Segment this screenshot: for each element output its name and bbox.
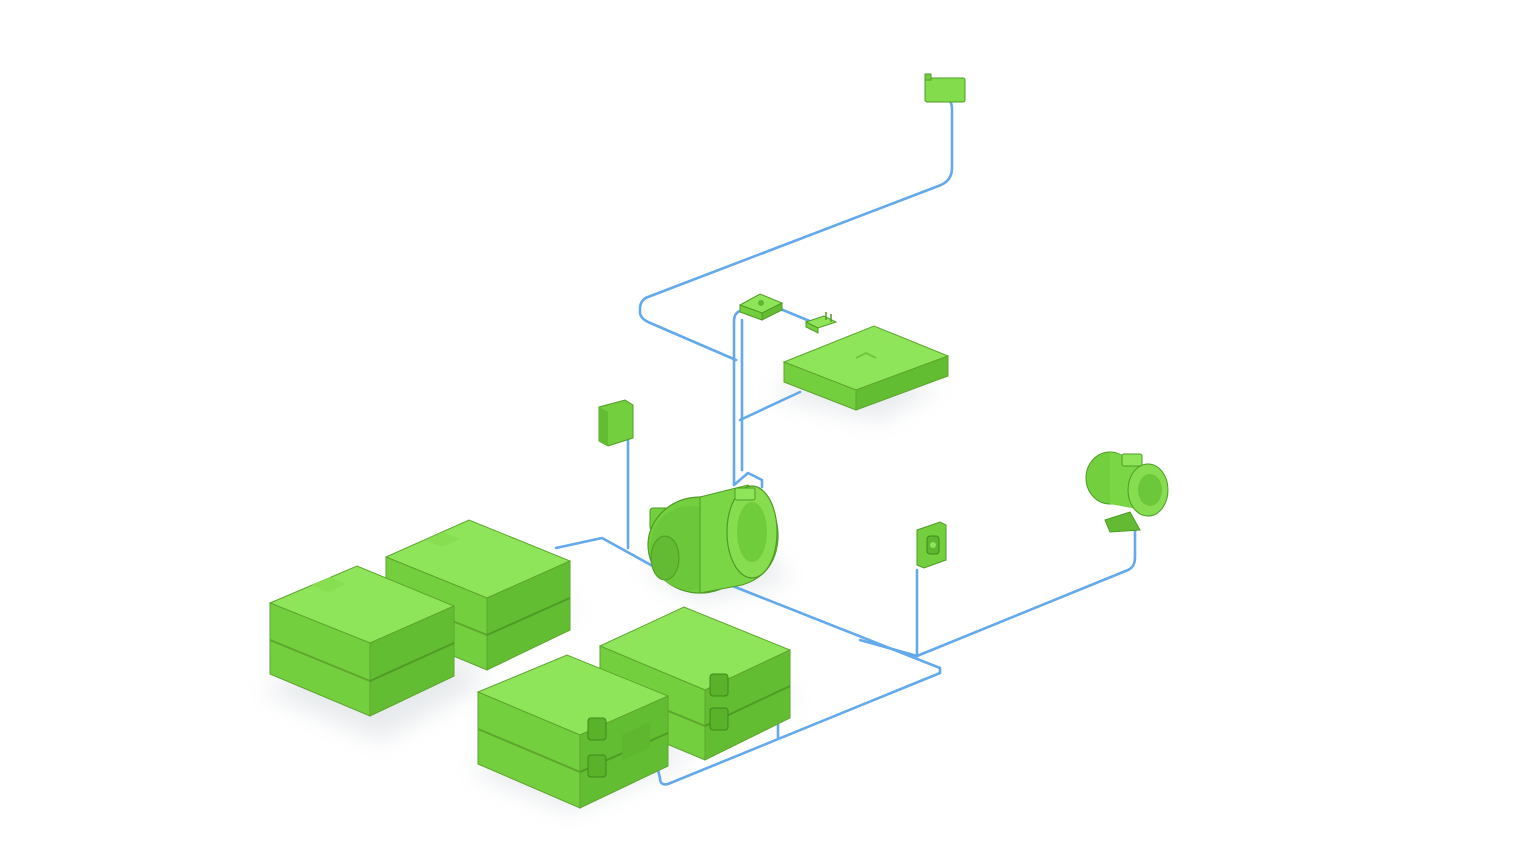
- connector-port-icon: [709, 673, 729, 697]
- sensor-icon: [598, 399, 634, 447]
- controller-module[interactable]: [738, 293, 784, 321]
- control-panel[interactable]: [782, 325, 950, 411]
- auxiliary-motor[interactable]: [1085, 451, 1169, 533]
- battery-rack-front-right[interactable]: [476, 654, 670, 809]
- wire-motor-to-junction: [656, 583, 942, 786]
- controller-icon: [758, 300, 764, 306]
- connector-icon: [804, 312, 838, 334]
- battery-rack-front[interactable]: [268, 565, 456, 717]
- wire-controller-loop: [732, 309, 764, 489]
- electric-motor[interactable]: [647, 484, 779, 594]
- sensor-module[interactable]: [598, 399, 634, 447]
- electric-motor-icon: [647, 484, 779, 594]
- motor-icon: [1085, 451, 1169, 533]
- switch-icon: [916, 521, 947, 569]
- telemetry-icon: [924, 73, 966, 103]
- control-panel-icon: [855, 351, 877, 359]
- switch-module[interactable]: [916, 521, 947, 569]
- wire-panel-link: [738, 390, 802, 422]
- telemetry-module[interactable]: [924, 73, 966, 103]
- panel-right-face: [855, 355, 949, 411]
- connector-port-icon: [709, 707, 729, 731]
- wire-telemetry-trunk: [638, 95, 954, 362]
- connector-port-icon: [587, 717, 607, 741]
- connector-port-icon: [587, 754, 607, 778]
- wire-connector-link: [776, 306, 814, 324]
- wire-cross-link: [858, 638, 919, 658]
- wire-sensor-drop: [618, 428, 630, 550]
- wire-aux-motor: [915, 523, 1137, 658]
- wire-battery-to-motor: [554, 536, 662, 572]
- small-connector[interactable]: [804, 312, 838, 334]
